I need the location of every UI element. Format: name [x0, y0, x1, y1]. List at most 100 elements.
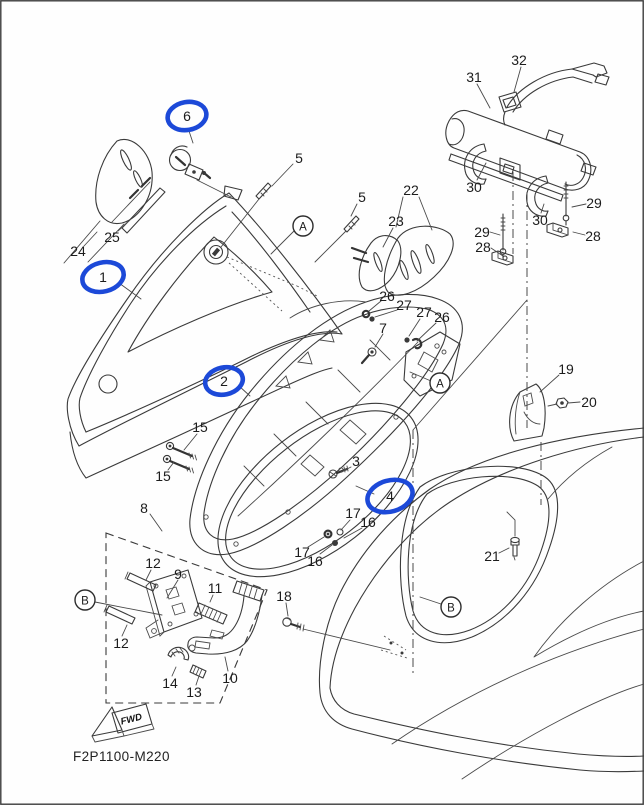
- callout-24[interactable]: 24: [70, 243, 86, 259]
- callout-number: 21: [484, 548, 500, 564]
- callout-12-upper[interactable]: 12: [145, 555, 161, 571]
- lever-part-10: [187, 580, 265, 655]
- pin-part-5-left: [220, 182, 272, 248]
- plate-part-28-left: [491, 250, 514, 266]
- bolt-part-18: [282, 617, 391, 651]
- callout-number: 12: [113, 635, 129, 651]
- fwd-arrow-head: [91, 706, 123, 737]
- callout-2[interactable]: 2: [202, 364, 246, 398]
- callout-15-upper[interactable]: 15: [192, 419, 208, 435]
- callout-26-right[interactable]: 26: [434, 309, 450, 325]
- callout-31[interactable]: 31: [466, 69, 482, 85]
- ref-marker-label: A: [436, 379, 444, 391]
- callout-28-right[interactable]: 28: [585, 228, 601, 244]
- callout-29-right[interactable]: 29: [586, 195, 602, 211]
- callout-number: 16: [307, 553, 323, 569]
- callout-number: 31: [466, 69, 482, 85]
- callouts-layer: 1 2 3 4 5 5 6 7 8 9: [70, 52, 602, 700]
- callout-14[interactable]: 14: [162, 675, 178, 691]
- callout-number: 15: [155, 468, 171, 484]
- callout-8[interactable]: 8: [140, 500, 148, 516]
- spring-part-13: [189, 664, 207, 679]
- bolt-part-21: [506, 511, 520, 561]
- clip-parts-26-27: [361, 309, 423, 350]
- callout-6[interactable]: 6: [165, 99, 209, 133]
- hull-body: [318, 427, 644, 780]
- ref-marker-label: A: [299, 222, 307, 234]
- nut-part-20: [547, 397, 569, 409]
- callout-16-upper[interactable]: 16: [360, 514, 376, 530]
- callout-number: 27: [396, 297, 412, 313]
- callout-30-right[interactable]: 30: [532, 212, 548, 228]
- hood-lock-boss: [203, 239, 229, 265]
- ref-marker-label: B: [81, 596, 89, 608]
- ref-marker-b-left: B: [74, 589, 96, 611]
- callout-18[interactable]: 18: [276, 588, 292, 604]
- callout-number: 5: [295, 150, 303, 166]
- callout-7[interactable]: 7: [379, 320, 387, 336]
- callout-28-left[interactable]: 28: [475, 239, 491, 255]
- callout-16-lower[interactable]: 16: [307, 553, 323, 569]
- callout-number: 12: [145, 555, 161, 571]
- fwd-label: FWD: [120, 712, 144, 728]
- hood-drain-hole: [98, 374, 118, 394]
- callout-19[interactable]: 19: [558, 361, 574, 377]
- gusset-parts-22-23: [350, 225, 454, 296]
- alignment-lines: [412, 172, 542, 676]
- callout-number: 19: [558, 361, 574, 377]
- stud-part-29-right: [562, 181, 570, 226]
- callout-13[interactable]: 13: [186, 684, 202, 700]
- clamp-part-30-right: [526, 175, 549, 217]
- spring-part-11: [194, 602, 228, 625]
- callout-number: 13: [186, 684, 202, 700]
- callout-9[interactable]: 9: [174, 566, 182, 582]
- callout-26-left[interactable]: 26: [379, 288, 395, 304]
- callout-17-lower[interactable]: 17: [294, 544, 310, 560]
- bolt-part-7: [360, 347, 377, 365]
- callout-11[interactable]: 11: [208, 580, 223, 596]
- callout-number: 29: [586, 195, 602, 211]
- callout-number: 11: [208, 580, 223, 596]
- callout-27-left[interactable]: 27: [396, 297, 412, 313]
- callout-number: 29: [474, 224, 490, 240]
- callout-5-right[interactable]: 5: [358, 189, 366, 205]
- strap-part-32: [498, 62, 610, 126]
- callout-number: 30: [532, 212, 548, 228]
- callout-22[interactable]: 22: [403, 182, 419, 198]
- callout-number: 22: [403, 182, 419, 198]
- callout-1[interactable]: 1: [79, 258, 127, 296]
- callout-5-left[interactable]: 5: [295, 150, 303, 166]
- part-code: F2P1100-M220: [73, 749, 170, 764]
- highlight-ellipse: [165, 99, 209, 133]
- callout-4[interactable]: 4: [364, 475, 417, 517]
- callout-30-left[interactable]: 30: [466, 179, 482, 195]
- callout-number: 25: [104, 229, 120, 245]
- callout-23[interactable]: 23: [388, 213, 404, 229]
- callout-3[interactable]: 3: [352, 453, 360, 469]
- callout-25[interactable]: 25: [104, 229, 120, 245]
- callout-number: 26: [379, 288, 395, 304]
- clamp-part-30-left: [464, 143, 487, 185]
- hood-lock-part-6: [168, 145, 232, 198]
- plate-part-28-right: [546, 222, 569, 238]
- callout-12-lower[interactable]: 12: [113, 635, 129, 651]
- callout-21[interactable]: 21: [484, 548, 500, 564]
- callout-number: 23: [388, 213, 404, 229]
- sub-assembly-box-8: [103, 532, 268, 704]
- callout-20[interactable]: 20: [581, 394, 597, 410]
- callout-15-lower[interactable]: 15: [155, 468, 171, 484]
- callout-number: 20: [581, 394, 597, 410]
- fastener-parts-16-17: [323, 528, 344, 546]
- hood-hinge-tab: [223, 185, 243, 201]
- callout-32[interactable]: 32: [511, 52, 527, 68]
- callout-10[interactable]: 10: [222, 670, 238, 686]
- callout-number: 9: [174, 566, 182, 582]
- fwd-arrow: FWD: [91, 703, 155, 743]
- callout-17-upper[interactable]: 17: [345, 505, 361, 521]
- callout-number: 10: [222, 670, 238, 686]
- hinge-bracket-a: [403, 331, 461, 397]
- callout-27-right[interactable]: 27: [416, 304, 432, 320]
- callout-29-left[interactable]: 29: [474, 224, 490, 240]
- callout-number: 3: [352, 453, 360, 469]
